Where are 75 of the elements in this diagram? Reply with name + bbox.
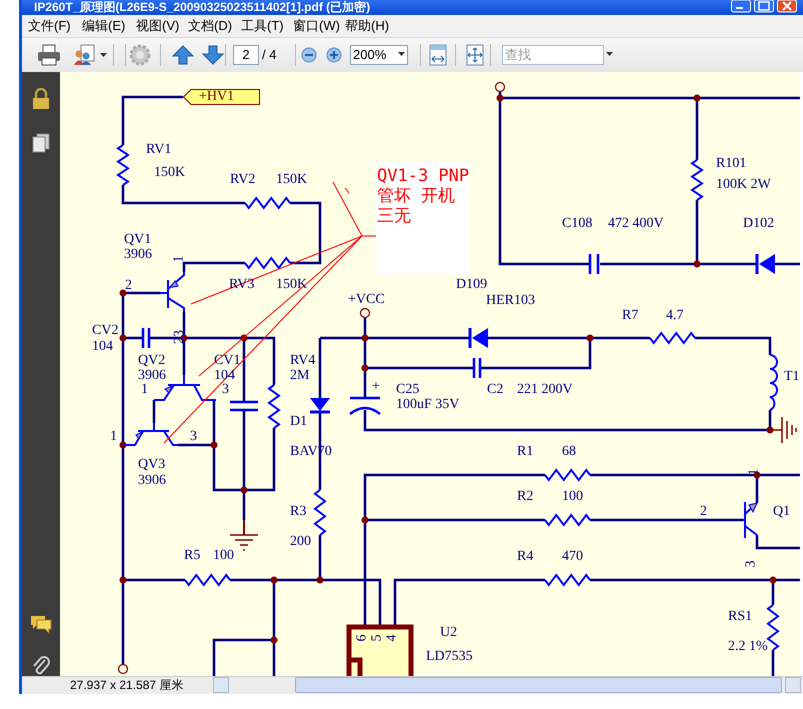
- component-label: 1: [110, 430, 117, 444]
- component-label: 100uF 35V: [396, 398, 460, 412]
- component-label: 2.2 1%: [728, 640, 768, 654]
- component-label: 3906: [124, 248, 152, 262]
- component-label: R7: [622, 309, 638, 323]
- component-label: RV4: [290, 354, 316, 368]
- component-label: 68: [562, 445, 576, 459]
- component-label: 150K: [276, 278, 308, 292]
- component-label: D109: [456, 278, 488, 292]
- component-label: 3906: [138, 369, 166, 383]
- zoom-level-field: 200%: [350, 45, 408, 65]
- component-label: 3906: [138, 474, 166, 488]
- component-label: HER103: [486, 294, 535, 308]
- leader-line: [164, 236, 376, 444]
- page-count-text: / 4: [262, 47, 276, 63]
- component-label: 221 200V: [517, 383, 573, 397]
- component-label: 4.7: [666, 309, 684, 323]
- component-label: QV2: [138, 354, 166, 368]
- component-label: 104: [92, 340, 113, 354]
- component-label: CV2: [92, 324, 118, 338]
- component-label: R1: [517, 445, 534, 459]
- menu-item: 文档(D): [188, 18, 232, 34]
- component-label: +: [372, 380, 380, 394]
- component-label: 2M: [290, 369, 310, 383]
- component-label: 100: [213, 549, 234, 563]
- component-label: R2: [517, 490, 534, 504]
- component-label: 2: [700, 505, 707, 519]
- component-label: 472 400V: [608, 217, 664, 231]
- component-label: +VCC: [348, 293, 385, 307]
- pin-number: 1: [748, 468, 762, 476]
- component-label: 2: [125, 279, 132, 293]
- component-label: RV2: [230, 173, 256, 187]
- component-label: RV1: [146, 143, 172, 157]
- component-label: C2: [487, 383, 504, 397]
- component-label: QV3: [138, 458, 166, 472]
- pin-number: 1: [172, 256, 186, 262]
- component-label: 1: [141, 383, 148, 397]
- component-label: 100: [562, 490, 583, 504]
- component-label: RS1: [728, 610, 752, 624]
- search-field: 查找: [502, 45, 604, 65]
- pin-number: 5: [370, 634, 384, 642]
- annotation-note: QV1-3 PNP管坏 开机三无: [376, 162, 470, 275]
- pin-number: 4: [386, 634, 400, 642]
- menu-item: 窗口(W): [293, 18, 340, 34]
- component-label: 150K: [276, 173, 308, 187]
- component-label: 100K 2W: [716, 178, 771, 192]
- menu-item: 编辑(E): [82, 18, 126, 34]
- component-label: C25: [396, 383, 420, 397]
- component-label: Q1: [773, 505, 790, 519]
- pin-number: 6: [356, 634, 370, 642]
- component-label: R3: [290, 505, 306, 519]
- component-label: 470: [562, 550, 583, 564]
- component-label: R4: [517, 550, 534, 564]
- component-label: D102: [743, 217, 774, 231]
- component-label: D1: [290, 415, 308, 429]
- component-label: 3: [222, 383, 229, 397]
- menu-item: 帮助(H): [345, 18, 390, 34]
- component-label: U2: [440, 626, 458, 640]
- menu-item: 工具(T): [241, 18, 284, 34]
- page-number-field: 2: [233, 45, 259, 65]
- pin-number: 3: [744, 560, 758, 568]
- component-label: 3: [190, 430, 197, 444]
- menu-item: 文件(F): [28, 18, 71, 34]
- component-label: C108: [562, 217, 592, 231]
- component-label: T1: [784, 370, 800, 384]
- component-label: 150K: [154, 166, 186, 180]
- component-label: QV1: [124, 233, 152, 247]
- net-label-tag: +HV1: [183, 89, 260, 105]
- component-label: R101: [716, 157, 746, 171]
- menu-item: 视图(V): [136, 18, 180, 34]
- component-label: 200: [290, 535, 311, 549]
- page-size-text: 27.937 x 21.587 厘米: [70, 678, 184, 692]
- component-label: R5: [184, 549, 200, 563]
- component-label: LD7535: [426, 650, 473, 664]
- window-title: IP260T_原理图(L26E9-S_20090325023511402[1].pdf (已加密): [34, 0, 370, 15]
